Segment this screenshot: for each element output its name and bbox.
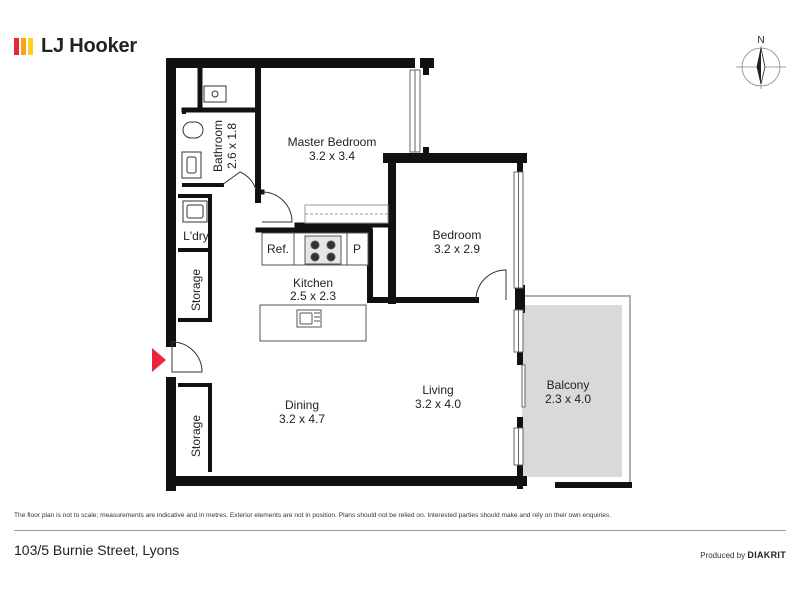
bedroom-label: Bedroom — [433, 228, 482, 242]
bathroom-dims: 2.6 x 1.8 — [225, 123, 239, 169]
kitchen-bench — [261, 232, 369, 266]
balcony-floor — [522, 305, 622, 477]
brand-stripes-icon — [14, 38, 33, 55]
compass-north-label: N — [757, 35, 764, 46]
producer-credit: Produced by DIAKRIT — [700, 550, 786, 560]
windows — [409, 69, 526, 466]
dining-dims: 3.2 x 4.7 — [279, 412, 325, 426]
laundry-label: L'dry — [183, 229, 209, 243]
kitchen-island — [259, 304, 367, 342]
producer-name: DIAKRIT — [747, 550, 786, 560]
property-address: 103/5 Burnie Street, Lyons — [14, 542, 180, 558]
brand-name: LJ Hooker — [41, 35, 138, 57]
master-bedroom-label: Master Bedroom — [288, 135, 377, 149]
laundry-tub — [182, 200, 208, 223]
pantry-label: P — [353, 242, 361, 256]
produced-by-label: Produced by — [700, 551, 746, 560]
door-swings — [171, 171, 507, 373]
kitchen-dims: 2.5 x 2.3 — [290, 289, 336, 303]
living-dims: 3.2 x 4.0 — [415, 397, 461, 411]
floor-plan: Bathroom 2.6 x 1.8 Master Bedroom 3.2 x … — [152, 58, 632, 491]
bathroom-fixtures — [181, 85, 227, 179]
balcony-dims: 2.3 x 4.0 — [545, 392, 591, 406]
entry-arrow-marker — [152, 348, 166, 372]
storage-lower-label: Storage — [189, 415, 203, 457]
dining-label: Dining — [285, 398, 319, 412]
disclaimer-text: The floor plan is not to scale; measurem… — [14, 512, 612, 519]
bathroom-label: Bathroom — [211, 120, 225, 172]
robe — [304, 204, 389, 224]
north-compass-icon: N — [736, 35, 786, 89]
storage-upper-label: Storage — [189, 269, 203, 311]
fridge-label: Ref. — [267, 242, 289, 256]
master-bedroom-dims: 3.2 x 3.4 — [309, 149, 355, 163]
walls — [166, 58, 527, 491]
lj-hooker-logo: LJ Hooker — [14, 35, 137, 58]
footer-divider — [14, 530, 786, 531]
living-label: Living — [422, 383, 453, 397]
bedroom-dims: 3.2 x 2.9 — [434, 242, 480, 256]
balcony-label: Balcony — [547, 378, 590, 392]
kitchen-label: Kitchen — [293, 276, 333, 290]
